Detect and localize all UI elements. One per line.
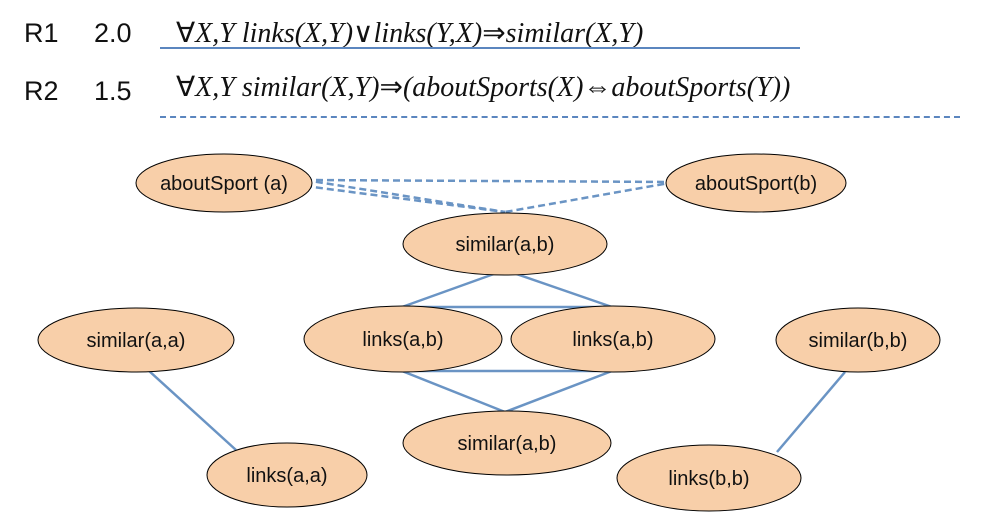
node-label: aboutSport(b) — [695, 173, 817, 195]
node-links-ab-left: links(a,b) — [303, 305, 503, 373]
implies-symbol: ⇒ — [379, 72, 403, 103]
node-similar-aa: similar(a,a) — [37, 307, 235, 373]
formula-part: X,Y links(X,Y) — [195, 18, 354, 49]
node-label: links(a,a) — [246, 465, 327, 487]
node-label: similar(a,b) — [458, 433, 557, 455]
formula-part: aboutSports(Y)) — [611, 72, 791, 103]
edge-similar-links-left — [401, 268, 506, 309]
rule-r1: R1 2.0 ∀X,Y links(X,Y)∨links(Y,X)⇒simila… — [0, 10, 999, 70]
edge-aboutsport-a-b — [304, 178, 676, 184]
forall-symbol: ∀ — [176, 18, 196, 49]
rule-r2-id: R2 — [24, 76, 59, 106]
formula-part: X,Y similar(X,Y) — [195, 72, 380, 103]
node-label: similar(a,b) — [456, 234, 555, 256]
node-similar-bb: similar(b,b) — [775, 307, 941, 373]
node-links-aa: links(a,a) — [206, 442, 368, 508]
node-label: links(b,b) — [668, 468, 749, 490]
node-label: similar(b,b) — [809, 330, 908, 352]
implies-symbol: ⇒ — [482, 18, 506, 49]
node-similar-ab-top: similar(a,b) — [402, 212, 608, 276]
edge-similar-aa-links-aa — [147, 369, 237, 451]
rule-r1-id: R1 — [24, 18, 59, 48]
rule-r2-underline — [160, 116, 960, 118]
edge-aboutsport-b-similar — [504, 180, 676, 214]
node-aboutsport-a: aboutSport (a) — [135, 153, 313, 213]
node-label: aboutSport (a) — [160, 173, 288, 195]
node-label: links(a,b) — [362, 329, 443, 351]
rule-r2-weight: 1.5 — [94, 76, 132, 106]
node-label: similar(a,a) — [87, 330, 186, 352]
edge-similar-links-right — [504, 268, 613, 309]
rule-r1-weight: 2.0 — [94, 18, 132, 48]
rule-r2: R2 1.5 ∀X,Y similar(X,Y)⇒(aboutSports(X)… — [0, 70, 999, 130]
formula-part: similar(X,Y) — [505, 18, 644, 49]
formula-part: links(Y,X) — [373, 18, 483, 49]
iff-symbol: ⇔ — [583, 72, 612, 103]
node-links-ab-right: links(a,b) — [510, 305, 716, 373]
or-symbol: ∨ — [353, 18, 374, 49]
node-similar-ab-bottom: similar(a,b) — [402, 410, 612, 476]
edge-links-right-similar — [504, 369, 613, 414]
node-links-bb: links(b,b) — [616, 444, 802, 512]
forall-symbol: ∀ — [176, 72, 196, 103]
rule-r1-formula: ∀X,Y links(X,Y)∨links(Y,X)⇒similar(X,Y) — [176, 16, 643, 50]
node-aboutsport-b: aboutSport(b) — [665, 153, 847, 213]
node-label: links(a,b) — [572, 329, 653, 351]
edge-aboutsport-a-similar-2 — [304, 184, 506, 214]
rule-r1-underline — [160, 47, 800, 49]
rule-r2-formula: ∀X,Y similar(X,Y)⇒(aboutSports(X)⇔aboutS… — [176, 70, 790, 104]
edge-links-left-similar — [401, 369, 506, 414]
edge-similar-bb-links-bb — [776, 371, 846, 453]
formula-part: (aboutSports(X) — [402, 72, 584, 103]
